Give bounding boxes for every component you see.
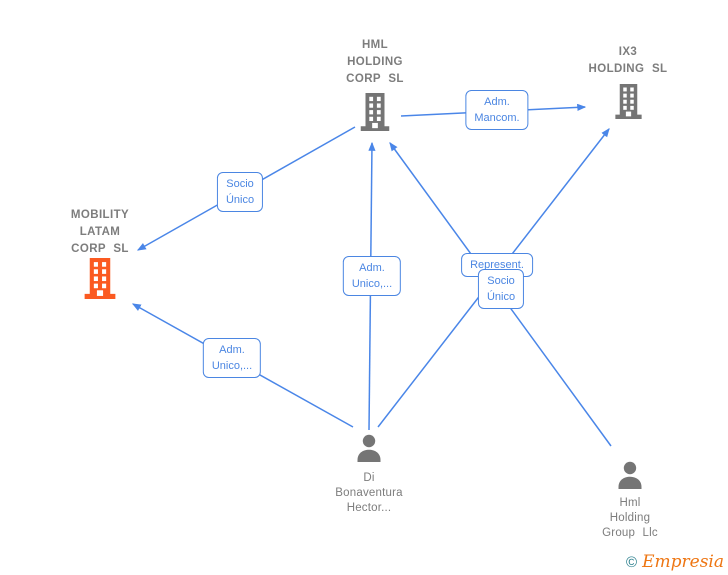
edge-label-adm-unico-center: Adm.Unico,...: [342, 256, 402, 296]
edge-label-adm-mancom: Adm.Mancom.: [465, 90, 529, 130]
empresia-watermark: © Empresia: [626, 552, 724, 572]
edge-label-adm-unico-left: Adm.Unico,...: [202, 338, 262, 378]
person-icon: [616, 461, 644, 494]
building-icon: [81, 258, 119, 304]
copyright-icon: ©: [626, 554, 638, 571]
building-icon: [612, 84, 645, 124]
person-icon: [355, 434, 383, 467]
building-icon: [357, 93, 393, 136]
empresia-logo: Empresia: [642, 552, 724, 572]
